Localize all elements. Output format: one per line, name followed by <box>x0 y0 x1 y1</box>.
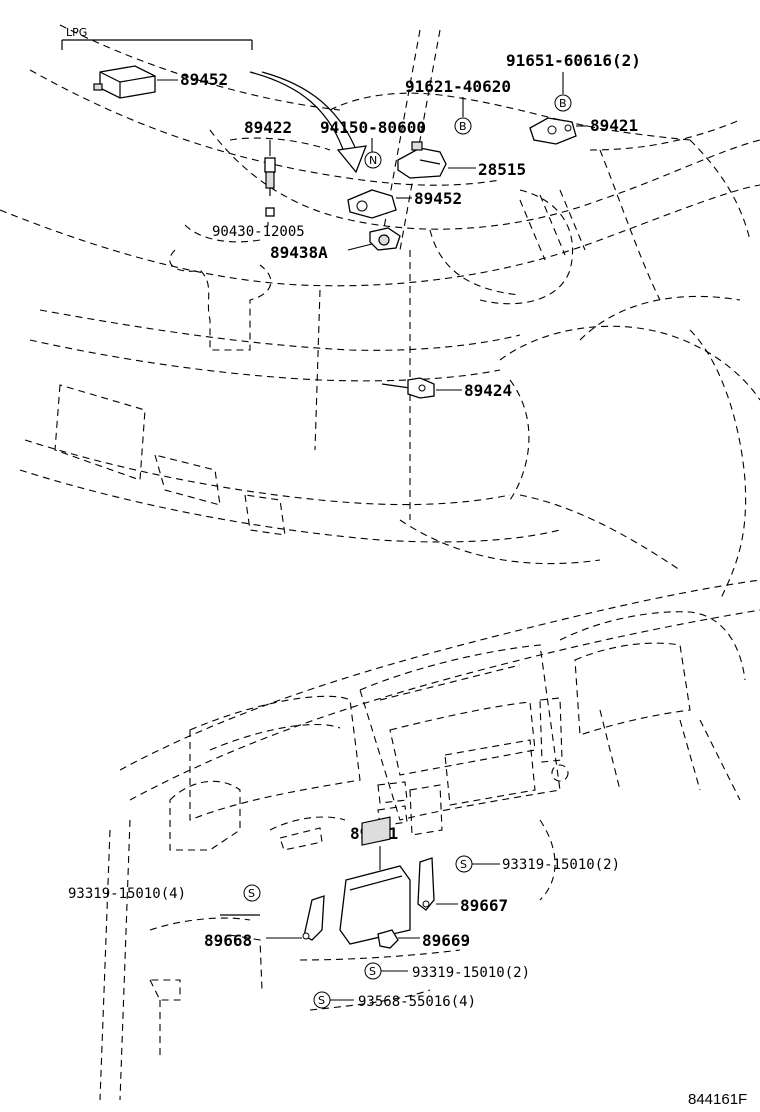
svg-text:N: N <box>369 154 377 167</box>
callout-89669: 89669 <box>422 931 470 950</box>
callout-89668: 89668 <box>204 931 252 950</box>
marker-n: N <box>364 151 382 169</box>
callout-28515: 28515 <box>478 160 526 179</box>
part-28515-relay <box>397 141 447 179</box>
marker-s-left: S <box>243 884 261 902</box>
lpg-bracket: LPG <box>61 26 253 50</box>
callout-89424: 89424 <box>464 381 512 400</box>
callout-89438a: 89438A <box>270 243 328 262</box>
svg-text:B: B <box>459 120 467 133</box>
part-89422-sensor <box>264 157 276 217</box>
callout-89452-mid: 89452 <box>414 189 462 208</box>
part-89668-bracket <box>220 895 325 941</box>
svg-text:S: S <box>369 965 376 978</box>
svg-text:S: S <box>248 887 255 900</box>
svg-text:S: S <box>460 858 467 871</box>
marker-s-bottom: S <box>313 991 331 1009</box>
part-89669-clip <box>377 929 399 949</box>
vehicle-body-outline <box>0 24 760 601</box>
part-89667-bracket <box>417 857 435 911</box>
callout-89422: 89422 <box>244 118 292 137</box>
callout-89667: 89667 <box>460 896 508 915</box>
part-89421-sensor <box>529 117 577 145</box>
callout-94150-80600: 94150-80600 <box>320 118 426 137</box>
svg-text:S: S <box>318 994 325 1007</box>
callout-89421: 89421 <box>590 116 638 135</box>
part-89438a-sensor <box>369 227 401 251</box>
callout-90430-12005: 90430-12005 <box>212 224 305 240</box>
arrow <box>249 71 368 174</box>
drawing-code: 844161F <box>688 1091 747 1108</box>
marker-b-right: B <box>554 94 572 112</box>
instrument-panel-outline <box>99 579 760 1101</box>
lpg-label: LPG <box>66 26 87 39</box>
callout-93319-15010-r2: 93319-15010(2) <box>412 965 530 981</box>
callout-91621-40620: 91621-40620 <box>405 77 511 96</box>
marker-s-r2: S <box>364 962 382 980</box>
callout-93568-55016: 93568-55016(4) <box>358 994 476 1010</box>
part-89452-sensor <box>347 189 397 219</box>
part-89452-lpg-sensor <box>93 65 156 99</box>
part-89661-ecu <box>339 816 411 945</box>
callout-91651-60616: 91651-60616(2) <box>506 51 641 70</box>
part-89424-sensor <box>381 377 435 399</box>
marker-s-r1: S <box>455 855 473 873</box>
marker-b-left: B <box>454 117 472 135</box>
callout-93319-15010-l: 93319-15010(4) <box>68 886 186 902</box>
callout-89452-top: 89452 <box>180 70 228 89</box>
callout-93319-15010-r1: 93319-15010(2) <box>502 857 620 873</box>
svg-text:B: B <box>559 97 567 110</box>
